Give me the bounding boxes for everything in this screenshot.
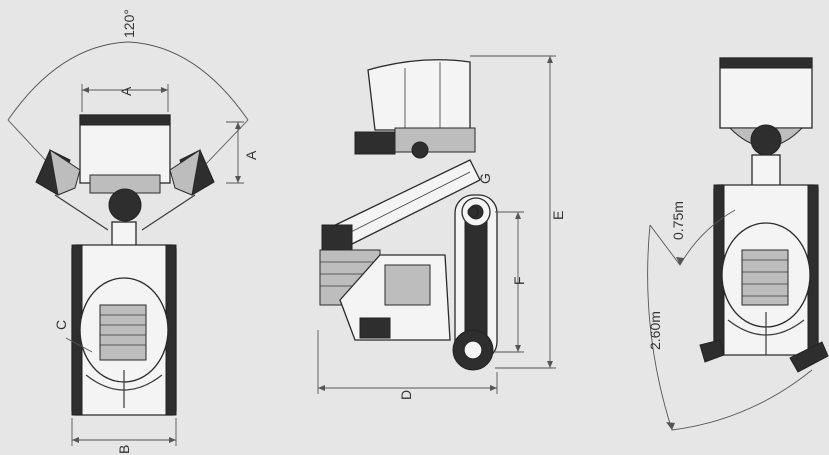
- dim-a-top-label: A: [118, 86, 134, 96]
- dim-d-label: D: [398, 390, 414, 400]
- c-label: C: [53, 320, 69, 330]
- basket-swung-left: [35, 148, 81, 196]
- angle-label: 120°: [121, 9, 137, 38]
- top-view: 120° A A: [7, 9, 259, 454]
- g-label: G: [477, 173, 493, 184]
- dim-e-label: E: [550, 211, 566, 220]
- basket-side: [367, 59, 471, 131]
- basket-swung-right: [169, 148, 215, 196]
- side-view: G F E D: [317, 55, 566, 400]
- radius-outer-label: 2.60m: [647, 311, 663, 350]
- swing-arc-120: [7, 41, 249, 121]
- turning-view: 0.75m 2.60m: [647, 57, 829, 431]
- radius-inner-label: 0.75m: [670, 201, 686, 240]
- basket-top-right: [719, 57, 813, 129]
- dim-f-label: F: [511, 276, 527, 285]
- dim-a-side-label: A: [243, 150, 259, 160]
- dim-b-label: B: [116, 445, 132, 454]
